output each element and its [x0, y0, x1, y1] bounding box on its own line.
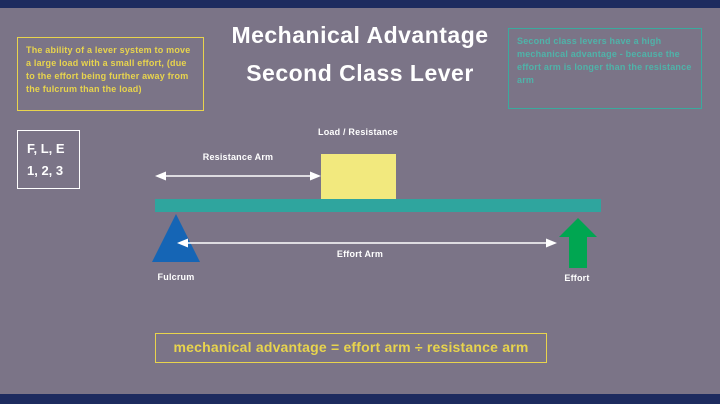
resistance-arm-arrow — [155, 169, 321, 188]
effort-force-arrow — [559, 218, 597, 273]
bottom-border-strip — [0, 394, 720, 404]
title-line-2: Second Class Lever — [246, 60, 474, 86]
fle-line-2: 1, 2, 3 — [27, 163, 64, 178]
effort-arm-arrow — [177, 236, 557, 255]
fulcrum-triangle — [152, 214, 200, 262]
effort-arm-label: Effort Arm — [336, 249, 384, 259]
fulcrum-label: Fulcrum — [157, 272, 195, 282]
top-border-strip — [0, 0, 720, 8]
advantage-note: Second class levers have a high mechanic… — [508, 28, 702, 109]
load-block — [321, 154, 396, 200]
resistance-arm-label: Resistance Arm — [202, 152, 274, 162]
definition-note: The ability of a lever system to move a … — [17, 37, 204, 111]
effort-label: Effort — [564, 273, 590, 283]
page-title: Mechanical Advantage Second Class Lever — [0, 16, 720, 92]
title-line-1: Mechanical Advantage — [231, 22, 489, 48]
mechanical-advantage-formula: mechanical advantage = effort arm ÷ resi… — [155, 333, 547, 363]
lever-beam — [155, 199, 601, 212]
fle-line-1: F, L, E — [27, 141, 65, 156]
load-label: Load / Resistance — [318, 127, 398, 137]
fle-legend-box: F, L, E 1, 2, 3 — [17, 130, 80, 189]
